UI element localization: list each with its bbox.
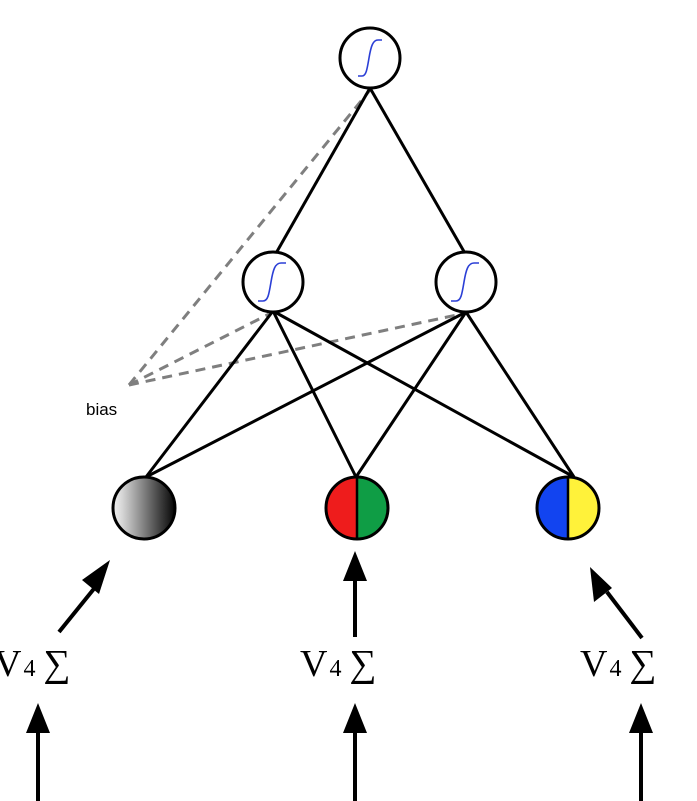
arrow-to-input-2 bbox=[343, 551, 367, 637]
sum-symbol: ∑ bbox=[629, 643, 656, 685]
sigmoid-icon bbox=[258, 262, 286, 302]
hidden-right-to-input-1-line bbox=[145, 310, 467, 479]
arrow-into-sum-1 bbox=[26, 703, 50, 801]
sigmoid-icon bbox=[358, 39, 382, 77]
input-node-grayscale bbox=[111, 475, 177, 541]
hidden-left-to-input-3-line bbox=[272, 309, 575, 479]
bias-connections bbox=[127, 89, 467, 387]
hidden-right-to-input-3-line bbox=[464, 311, 576, 478]
arrow-to-input-3 bbox=[590, 567, 644, 640]
sum-var: V bbox=[0, 643, 22, 685]
bias-label: bias bbox=[86, 400, 117, 419]
bias-to-output-line bbox=[127, 89, 372, 386]
weight-connections bbox=[144, 87, 576, 479]
svg-text:V4∑: V4 ∑ bbox=[300, 643, 377, 685]
hidden-right-to-input-2-line bbox=[354, 311, 468, 478]
sum-symbol: ∑ bbox=[43, 643, 70, 685]
sum-subscript: 4 bbox=[329, 656, 341, 682]
input-node-red-green bbox=[324, 475, 390, 541]
sum-subscript: 4 bbox=[23, 656, 35, 682]
input-node-blue-yellow bbox=[535, 475, 601, 541]
output-to-hidden-right-line bbox=[368, 87, 468, 256]
arrow-to-input-1 bbox=[57, 560, 110, 634]
sum-label-2: V4 ∑ bbox=[300, 643, 377, 685]
sum-label-1: V4 ∑ bbox=[0, 643, 71, 685]
sum-subscript: 4 bbox=[609, 656, 621, 682]
svg-text:V4∑: V4 ∑ bbox=[0, 643, 71, 685]
sum-symbol: ∑ bbox=[349, 643, 376, 685]
sum-var: V bbox=[300, 643, 328, 685]
bias-to-hidden-left-line bbox=[128, 310, 274, 387]
bias-to-hidden-right-line bbox=[128, 311, 467, 387]
hidden-left-to-input-2-line bbox=[271, 310, 358, 478]
arrow-into-sum-2 bbox=[343, 703, 367, 801]
arrow-into-sum-3 bbox=[629, 703, 653, 801]
hidden-neuron-left bbox=[241, 250, 305, 314]
hidden-neuron-right bbox=[434, 250, 498, 314]
svg-text:V4∑: V4 ∑ bbox=[580, 643, 657, 685]
output-to-hidden-left-line bbox=[273, 87, 372, 256]
sigmoid-icon bbox=[451, 262, 479, 302]
output-neuron bbox=[338, 26, 402, 90]
hidden-left-to-input-1-line bbox=[144, 310, 275, 478]
sum-var: V bbox=[580, 643, 608, 685]
sum-label-3: V4 ∑ bbox=[580, 643, 657, 685]
